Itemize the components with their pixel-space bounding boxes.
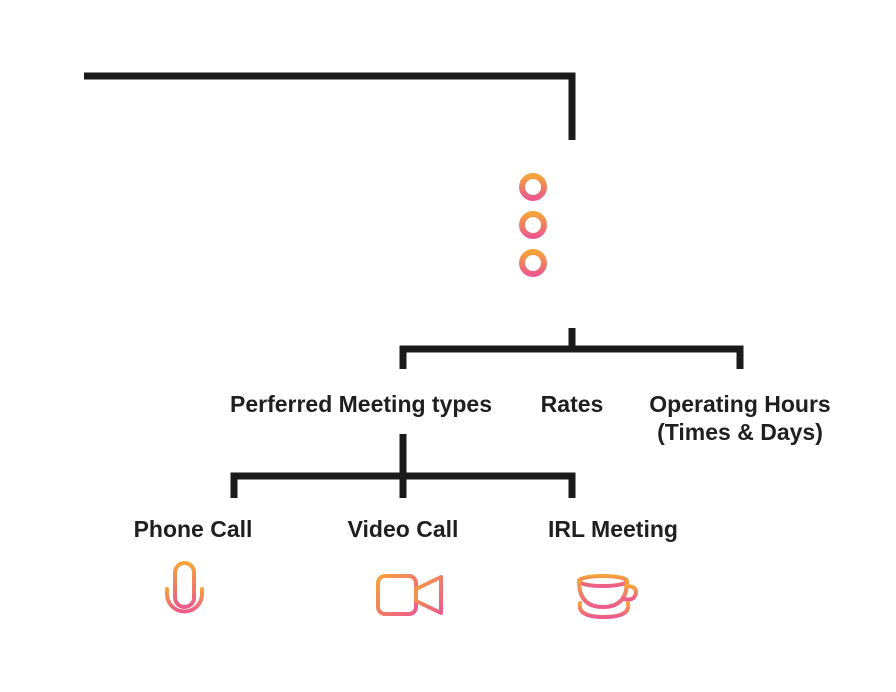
node-perferred-meeting-types: Perferred Meeting types [230,391,492,417]
root-branch-connector [399,328,744,369]
video-camera-icon [376,574,443,616]
node-operating-hours: Operating Hours [649,391,830,417]
node-irl-meeting: IRL Meeting [548,516,678,542]
list-icon [519,173,629,277]
parent-connector [84,72,576,140]
microphone-icon [165,561,204,629]
node-rates: Rates [541,391,604,417]
node-video-call: Video Call [348,516,459,542]
node-phone-call: Phone Call [134,516,253,542]
coffee-cup-icon [577,574,638,619]
meeting-types-branch-connector [230,434,576,498]
node-operating-hours-subtitle: (Times & Days) [657,419,823,445]
